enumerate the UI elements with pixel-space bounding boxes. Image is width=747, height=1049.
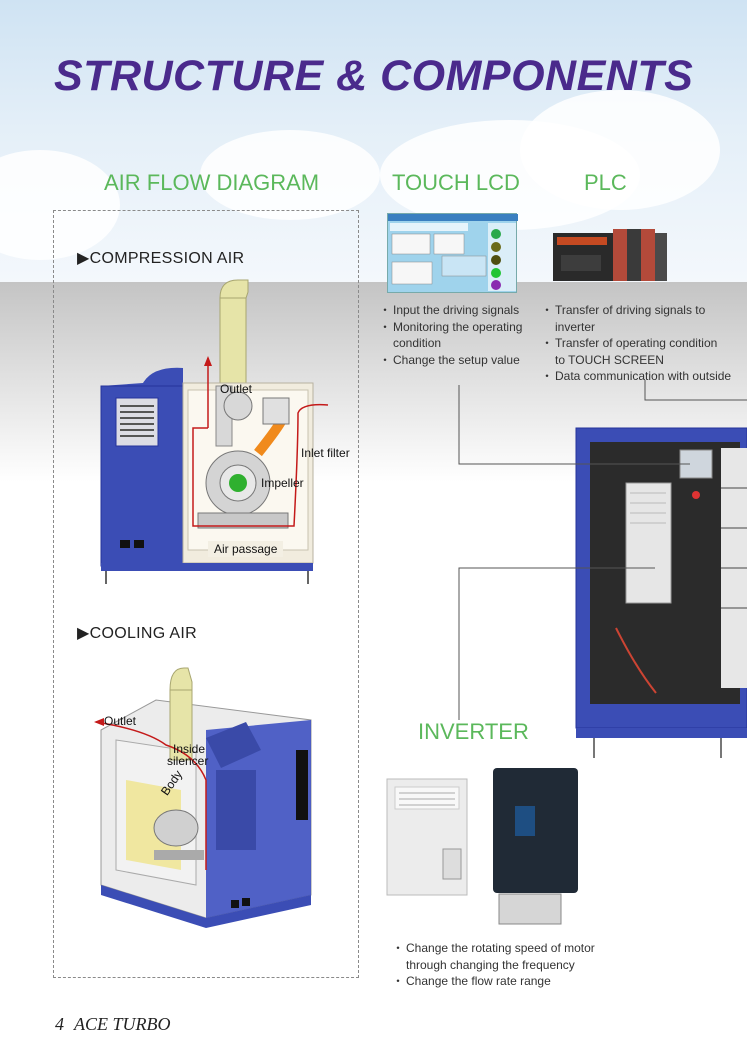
touch-lcd-bullet-2: Monitoring the operating [379,319,522,336]
inlet-filter-label: Inlet filter [301,446,350,460]
touch-lcd-bullet-4: Change the setup value [379,352,522,369]
inverter-bullet-1: Change the rotating speed of motor [392,940,595,957]
air-flow-diagram-heading: AIR FLOW DIAGRAM [104,170,320,195]
touch-lcd-heading: TOUCH LCD [392,170,520,195]
plc-bullet-4: Data communication with outside [541,368,747,385]
page-footer: 4 ACE TURBO [55,1014,171,1035]
touch-lcd-screen-image [387,213,518,293]
inverter-bullet-2: through changing the frequency [406,957,575,972]
touch-lcd-bullets: Input the driving signals Monitoring the… [379,302,522,369]
silencer-label: silencer [167,754,209,768]
inside-label: Inside [173,742,206,756]
plc-bullet-1: Transfer of driving signals to inverter [541,302,747,335]
plc-unit-image [553,229,667,281]
inverter-heading: INVERTER [418,719,529,744]
air-flow-diagram-panel [53,210,359,978]
outlet-label: Outlet [220,382,253,396]
brand-name: ACE TURBO [74,1014,171,1034]
impeller-label: Impeller [261,476,304,490]
cooling-air-heading: ▶COOLING AIR [77,625,197,642]
air-passage-label: Air passage [208,541,284,557]
cooling-machine-illustration [94,667,312,928]
control-cabinet-image [575,427,747,758]
cooling-outlet-label: Outlet [104,714,137,728]
page-title: STRUCTURE & COMPONENTS [54,52,694,100]
sky-background [0,0,747,285]
page-number: 4 [55,1014,64,1034]
inverter-black-image [493,768,578,925]
plc-bullet-3: to TOUCH SCREEN [555,352,664,367]
compression-air-heading: ▶COMPRESSION AIR [77,250,245,267]
plc-bullets: Transfer of driving signals to inverter … [541,302,747,385]
inverter-bullet-3: Change the flow rate range [392,973,595,990]
touch-lcd-bullet-3: condition [393,336,442,350]
inverter-white-image [386,778,468,896]
touch-lcd-bullet-1: Input the driving signals [379,302,522,319]
compression-machine-illustration [100,279,329,584]
plc-bullet-2: Transfer of operating condition [541,335,747,352]
inverter-bullets: Change the rotating speed of motor throu… [392,940,595,990]
plc-heading: PLC [584,170,627,195]
